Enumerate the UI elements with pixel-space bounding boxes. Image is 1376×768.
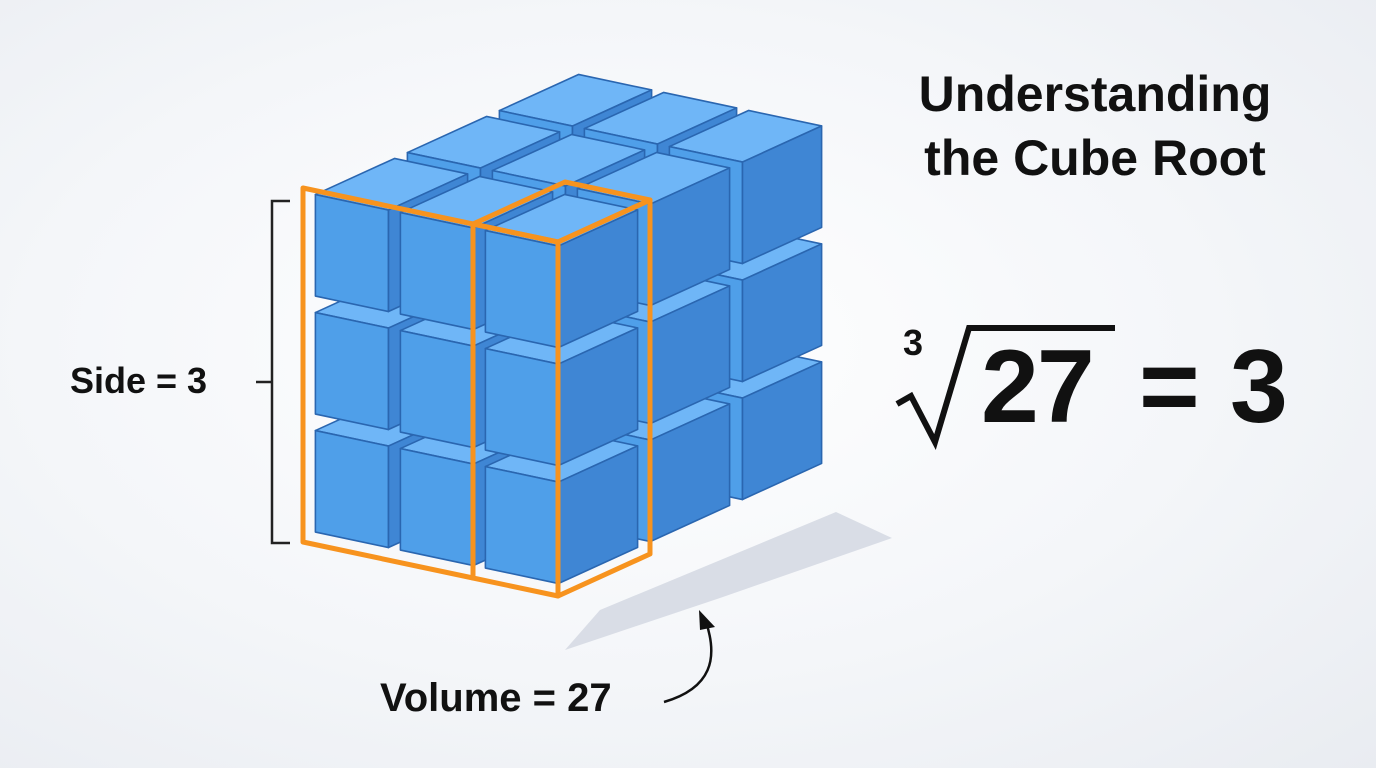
side-bracket	[256, 199, 290, 545]
cube-front-face	[484, 465, 560, 585]
cube-shadow	[565, 512, 892, 650]
cube-front-face	[314, 311, 390, 431]
cube-root-formula: 3 27 = 3	[895, 318, 1325, 458]
cube-front-face	[314, 193, 390, 313]
side-label: Side = 3	[70, 360, 208, 401]
cube-front-face	[399, 211, 475, 331]
volume-label: Volume = 27	[380, 676, 612, 720]
cube-front-face	[484, 229, 560, 349]
radical-sign	[895, 325, 1115, 450]
radicand: 27	[981, 329, 1095, 445]
volume-arrow-head	[699, 610, 715, 630]
unit-cubes	[300, 73, 823, 599]
cube-front-face	[399, 329, 475, 449]
volume-arrow	[663, 621, 713, 704]
cube-front-face	[314, 429, 390, 549]
page-title: Understanding the Cube Root	[850, 62, 1340, 190]
cube-front-face	[484, 347, 560, 467]
root-index: 3	[903, 322, 924, 363]
cube-front-face	[399, 447, 475, 567]
equals-sign: =	[1139, 329, 1200, 445]
cube-side-face	[741, 361, 823, 501]
highlight-column-front	[470, 221, 561, 599]
title-line-1: Understanding	[918, 66, 1272, 122]
cube-side-face	[741, 243, 823, 383]
formula-result: 3	[1230, 329, 1288, 445]
cube-side-face	[741, 125, 823, 265]
title-line-2: the Cube Root	[924, 130, 1266, 186]
